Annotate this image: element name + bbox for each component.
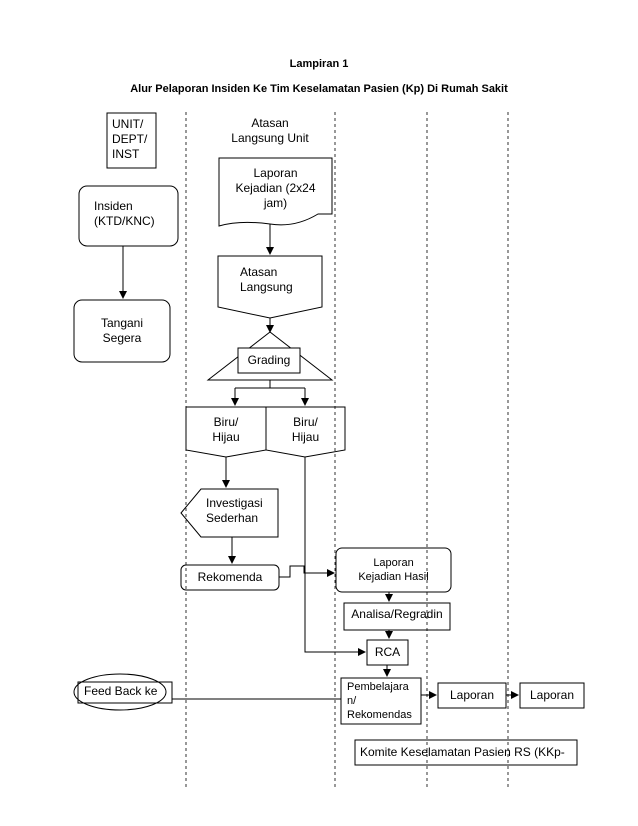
laporan-2-label: Laporan — [529, 688, 575, 702]
laporan-2-box — [519, 682, 585, 709]
biru-hijau-right-shape — [265, 406, 346, 458]
arrow-biru-right-rca — [304, 457, 366, 656]
biru-hijau-right-label: Biru/ Hijau — [291, 415, 320, 444]
unit-header-box — [106, 112, 157, 169]
arrow-rekomenda-laporan-hasil — [279, 565, 335, 578]
investigasi-shape — [180, 488, 279, 538]
biru-hijau-left-shape — [185, 406, 267, 458]
analisa-box — [343, 602, 451, 631]
grading-box — [237, 347, 301, 374]
investigasi-label: Investigasi Sederhan — [206, 496, 263, 525]
laporan-kejadian-hasil-label: Laporan Kejadian Hasil — [358, 557, 429, 583]
laporan-1-label: Laporan — [449, 688, 495, 702]
pembelajaran-label: Pembelajara n/ Rekomendas — [347, 681, 412, 721]
connectors — [119, 224, 519, 700]
grading-label: Grading — [247, 353, 291, 367]
laporan-kejadian-hasil-box — [335, 547, 452, 593]
analisa-label: Analisa/Regradin — [351, 607, 443, 621]
atasan-langsung-shape — [217, 255, 323, 319]
page-subtitle: Alur Pelaporan Insiden Ke Tim Keselamata… — [130, 83, 508, 95]
komite-box — [354, 739, 578, 766]
unit-header-label: UNIT/ DEPT/ INST — [112, 117, 148, 161]
pembelajaran-box — [340, 677, 422, 725]
atasan-column-label: Atasan Langsung Unit — [231, 116, 309, 145]
feedback-box — [77, 681, 173, 704]
komite-label: Komite Keselamatan Pasien RS (KKp- — [360, 745, 565, 759]
feedback-label: Feed Back ke — [84, 684, 158, 698]
atasan-langsung-label: Atasan Langsung — [240, 265, 293, 294]
rca-label: RCA — [374, 645, 401, 659]
swimlane-dividers — [185, 112, 509, 790]
tangani-box — [73, 299, 171, 363]
feedback-ellipse — [73, 673, 167, 711]
rekomenda-label: Rekomenda — [197, 570, 263, 584]
laporan-kejadian-label: Laporan Kejadian (2x24 jam) — [235, 166, 316, 210]
tangani-label: Tangani Segera — [100, 316, 144, 345]
page-title: Lampiran 1 — [289, 58, 349, 70]
insiden-label: Insiden (KTD/KNC) — [94, 199, 155, 228]
biru-hijau-left-label: Biru/ Hijau — [212, 415, 240, 444]
insiden-box — [78, 185, 179, 247]
